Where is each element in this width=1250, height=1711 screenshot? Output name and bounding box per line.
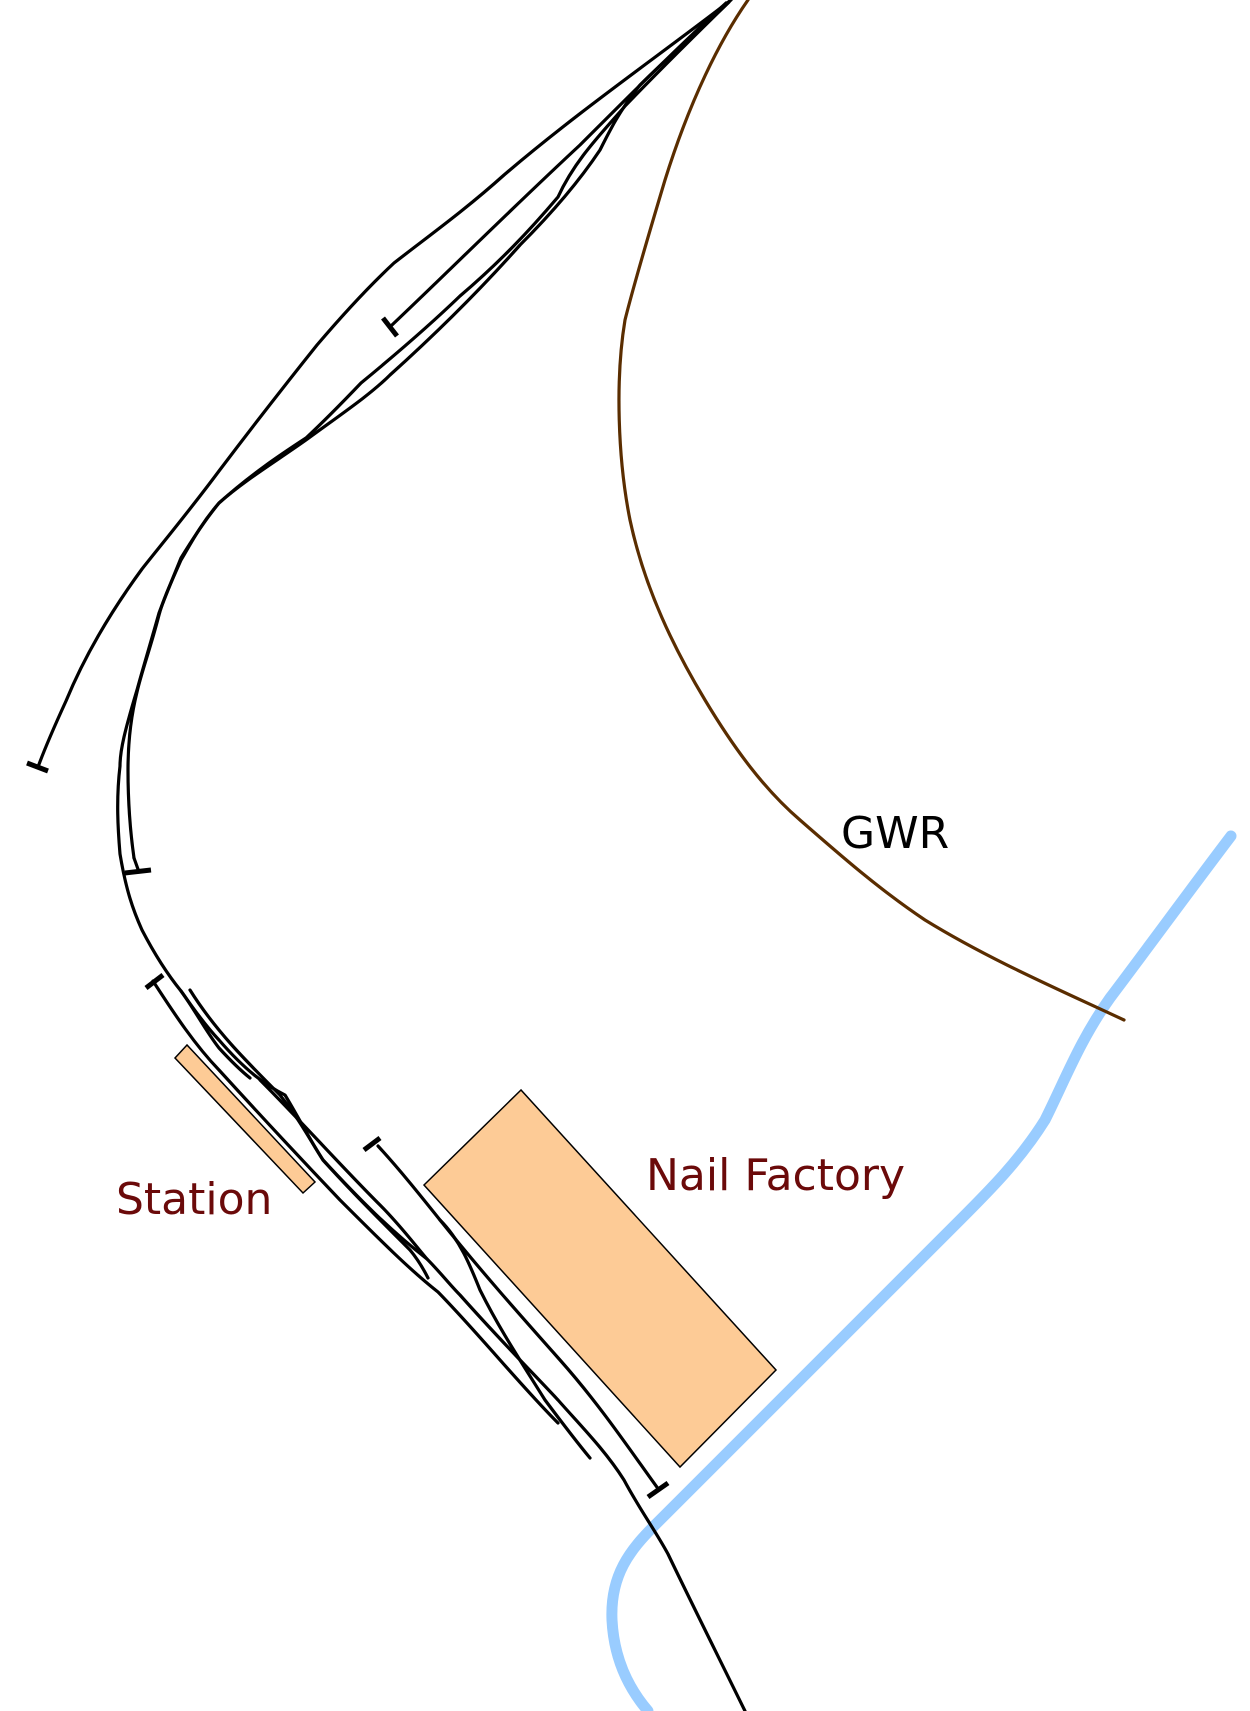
track-main-a <box>126 0 731 860</box>
bumper-outer-siding <box>26 760 49 774</box>
nail-factory-building <box>422 1088 778 1469</box>
bumper-factory-siding-short <box>362 1136 382 1152</box>
track-through <box>116 0 747 1711</box>
track-station-crossover <box>258 1078 429 1261</box>
track-station-loop-east <box>188 988 430 1280</box>
bumper-upper-siding <box>381 316 399 338</box>
station-label: Station <box>116 1174 272 1225</box>
railway-tracks <box>26 0 747 1711</box>
gwr-label: GWR <box>841 808 949 859</box>
nail-factory-label: Nail Factory <box>646 1150 905 1201</box>
river <box>606 830 1237 1711</box>
track-station-loop-west <box>151 979 560 1425</box>
track-factory-siding-long <box>376 1144 661 1492</box>
bumper-factory-siding-long <box>646 1480 670 1500</box>
track-station-loop-cross <box>179 989 252 1080</box>
station-building <box>173 1043 317 1195</box>
track-outer-siding <box>36 0 733 769</box>
gwr-line <box>617 0 1126 1022</box>
track-main-a-tail <box>132 856 141 874</box>
track-factory-siding-branch <box>438 1218 592 1460</box>
bumper-station-loop <box>144 973 165 990</box>
